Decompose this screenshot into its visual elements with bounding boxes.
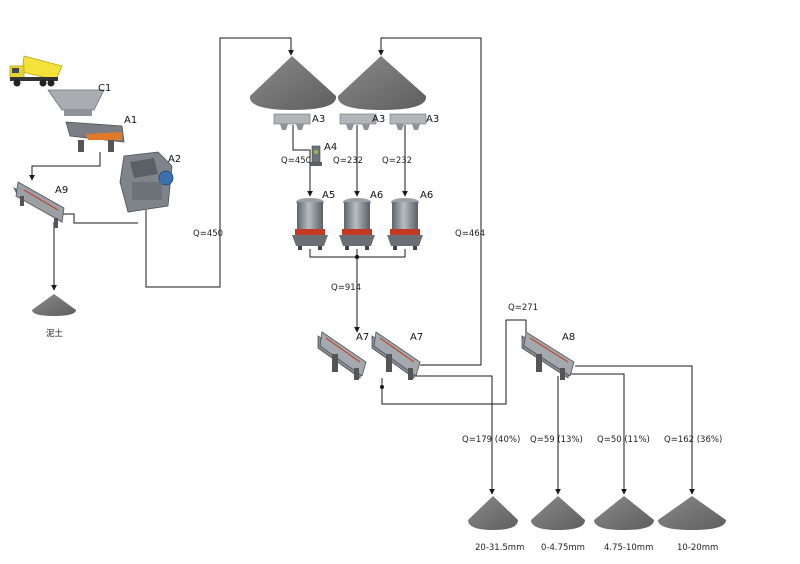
vibrating-screen-a7-2 (371, 331, 421, 380)
code-a6-1: A6 (370, 190, 383, 201)
stockpiles (32, 56, 726, 530)
code-a5: A5 (322, 190, 335, 201)
flow-a9-bypass (62, 213, 138, 224)
waste-pile (32, 294, 76, 316)
cone-crusher-a6-2 (387, 198, 423, 250)
flow-label-cone-total: Q=914 (331, 283, 361, 293)
flow-label-a6-2: Q=232 (382, 156, 412, 166)
code-a3-3: A3 (426, 114, 439, 125)
cone-crusher-a5 (292, 198, 328, 250)
flow-label-product-4: Q=162 (36%) (664, 435, 722, 445)
dump-truck-icon (9, 55, 63, 87)
junction-dot-a7 (380, 385, 384, 389)
product-label-2: 0-4.75mm (541, 543, 585, 553)
flow-a7-link (381, 319, 527, 405)
code-a7-2: A7 (410, 332, 423, 343)
code-a1: A1 (124, 115, 137, 126)
flow-label-product-1: Q=179 (40%) (462, 435, 520, 445)
flow-label-a8-in: Q=271 (508, 303, 538, 313)
code-a3-2: A3 (372, 114, 385, 125)
jaw-crusher-icon (119, 151, 174, 213)
product-pile-3 (594, 496, 654, 530)
flow-label-a2-out: Q=450 (193, 229, 223, 239)
flow-to-product-4 (575, 365, 695, 495)
code-a9: A9 (55, 185, 68, 196)
flow-a3-1-down (292, 125, 313, 197)
flow-to-product-3 (570, 373, 627, 495)
stockpile-left (249, 56, 337, 110)
product-label-4: 10-20mm (677, 543, 718, 553)
waste-label: 泥土 (46, 328, 64, 339)
flow-label-a4: Q=450 (281, 156, 311, 166)
flow-label-product-3: Q=50 (11%) (597, 435, 650, 445)
cone-crusher-a6-1 (339, 198, 375, 250)
code-a6-2: A6 (420, 190, 433, 201)
code-c1: C1 (98, 83, 111, 94)
hopper-icon (47, 89, 105, 116)
product-pile-1 (468, 496, 518, 530)
product-pile-4 (658, 496, 726, 530)
vibrating-feeder-icon (65, 121, 125, 152)
feeder-icon-2 (339, 113, 377, 130)
product-label-1: 20-31.5mm (475, 543, 524, 553)
code-a7-1: A7 (356, 332, 369, 343)
product-pile-2 (531, 496, 585, 530)
flow-a1-to-a9 (29, 152, 101, 181)
flow-labels: Q=450 Q=450 Q=232 Q=232 Q=464 Q=914 Q=27… (193, 156, 722, 445)
flow-a2-to-stockpile (145, 37, 294, 288)
flow-return-loop (378, 37, 482, 366)
code-a3-1: A3 (312, 114, 325, 125)
vibrating-screen-a8 (521, 331, 575, 380)
vibrating-screen-a7-1 (317, 331, 367, 380)
feeder-icon-1 (273, 113, 311, 130)
flow-lines (29, 37, 695, 495)
product-label-3: 4.75-10mm (604, 543, 653, 553)
product-labels: 泥土 20-31.5mm 0-4.75mm 4.75-10mm 10-20mm (46, 328, 718, 553)
feeder-icon-3 (389, 113, 427, 130)
code-a4: A4 (324, 142, 337, 153)
code-a2: A2 (168, 154, 181, 165)
stockpile-right (337, 56, 427, 110)
small-feeder-icon (310, 145, 322, 166)
flow-label-return: Q=464 (455, 229, 485, 239)
flow-to-product-1 (415, 375, 495, 495)
a9-screen-icon (13, 181, 65, 228)
code-a8: A8 (562, 332, 575, 343)
flow-label-product-2: Q=59 (13%) (530, 435, 583, 445)
flow-label-a6-1: Q=232 (333, 156, 363, 166)
